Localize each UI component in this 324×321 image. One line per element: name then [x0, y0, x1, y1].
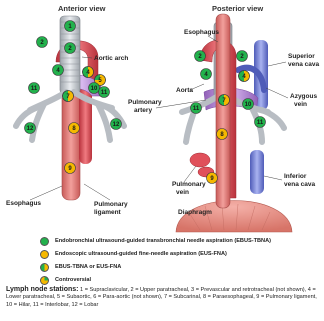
lymph-node-number: 11: [257, 120, 264, 126]
lymph-node-number: 12: [113, 122, 120, 128]
pulmonary-ligament-line-2: ligament: [94, 209, 122, 216]
azygous-line-2: vein: [294, 101, 307, 108]
legend-text: Endobronchial ultrasound-guided transbro…: [55, 238, 271, 244]
azygous-line-1: Azygous: [290, 93, 317, 100]
lymph-node-marker: 10: [89, 83, 100, 94]
legend-item-eus: Endoscopic ultrasound-guided fine-needle…: [40, 248, 322, 260]
legend-item-either: EBUS-TBNA or EUS-FNA: [40, 261, 322, 273]
lymph-node-marker: 8: [69, 123, 80, 134]
posterior-view: Esophagus Superior vena cava Aorta Pulmo…: [128, 14, 319, 232]
lymph-node-marker: 9: [207, 173, 218, 184]
inferior-vena-cava-shape: [250, 150, 264, 194]
legend: Endobronchial ultrasound-guided transbro…: [40, 235, 322, 287]
lymph-node-number: 11: [31, 86, 38, 92]
pulmonary-ligament-line-1: Pulmonary: [94, 201, 128, 208]
pv-line-1: Pulmonary: [172, 181, 206, 188]
esophagus-posterior: [216, 14, 230, 208]
lymph-node-marker: 11: [191, 103, 202, 114]
lymph-node-marker: 11: [255, 117, 266, 128]
lymph-node-marker: 4: [239, 71, 250, 82]
lymph-node-marker: 2: [195, 51, 206, 62]
ivc-line-2: vena cava: [284, 181, 315, 188]
lymph-node-marker: 12: [111, 119, 122, 130]
aorta-label: Aorta: [176, 87, 193, 94]
svc-line-2: vena cava: [288, 61, 319, 68]
lymph-node-marker: 4: [53, 65, 64, 76]
lymph-node-marker: 10: [243, 99, 254, 110]
esophagus-label-left: Esophagus: [6, 200, 41, 207]
pulmonary-vein-label: Pulmonary vein: [172, 181, 207, 196]
lymph-node-stations: Lymph node stations: 1 = Supraclavicular…: [6, 286, 320, 309]
lymph-node-marker: 2: [237, 51, 248, 62]
lymph-node-marker: 8: [217, 129, 228, 140]
lymph-node-marker: 1: [65, 21, 76, 32]
posterior-view-title: Posterior view: [212, 4, 263, 13]
legend-item-controversial: Controversial: [40, 274, 322, 286]
ebus-marker-icon: [40, 237, 49, 246]
lymph-node-marker: 12: [25, 123, 36, 134]
pulmonary-ligament-label: Pulmonary ligament: [94, 201, 129, 216]
lymph-node-number: 11: [101, 90, 108, 96]
anterior-view-title: Anterior view: [58, 4, 106, 13]
superior-vena-cava-label: Superior vena cava: [288, 53, 319, 68]
lymph-node-marker: 4: [83, 67, 94, 78]
pv-line-2: vein: [176, 189, 189, 196]
pa-line-1: Pulmonary: [128, 99, 162, 106]
lymph-node-marker: 9: [65, 163, 76, 174]
pulmonary-artery-label: Pulmonary artery: [128, 99, 163, 114]
legend-text: Endoscopic ultrasound-guided fine-needle…: [55, 251, 227, 257]
legend-text: EBUS-TBNA or EUS-FNA: [55, 264, 121, 270]
lymph-node-number: 10: [245, 102, 252, 108]
svc-line-1: Superior: [288, 53, 315, 60]
lymph-node-number: 10: [91, 86, 98, 92]
lymph-node-marker: 7: [219, 95, 230, 106]
lymph-node-marker: 11: [99, 87, 110, 98]
legend-item-ebus: Endobronchial ultrasound-guided transbro…: [40, 235, 322, 247]
ivc-line-1: Inferior: [284, 173, 307, 180]
esophagus-label-right: Esophagus: [184, 29, 219, 36]
pa-line-2: artery: [134, 107, 152, 114]
pulmonary-vein-shape: [190, 153, 210, 167]
lymph-node-marker: 4: [201, 69, 212, 80]
lymph-node-marker: 7: [63, 91, 74, 102]
lymph-node-number: 11: [193, 106, 200, 112]
controversial-marker-icon: [40, 276, 49, 285]
stations-heading: Lymph node stations:: [6, 286, 78, 293]
lymph-node-marker: 2: [65, 43, 76, 54]
lymph-node-number: 12: [27, 126, 34, 132]
diaphragm-shape: [176, 201, 292, 233]
eus-marker-icon: [40, 250, 49, 259]
lymph-node-marker: 11: [29, 83, 40, 94]
inferior-vena-cava-label: Inferior vena cava: [284, 173, 315, 188]
legend-text: Controversial: [55, 277, 91, 283]
anatomy-figure: Anterior view Posterior view: [0, 0, 324, 235]
diaphragm-label: Diaphragm: [178, 209, 212, 216]
aortic-arch-label: Aortic arch: [94, 55, 128, 62]
azygous-vein-label: Azygous vein: [290, 93, 319, 108]
either-marker-icon: [40, 263, 49, 272]
lymph-node-marker: 2: [37, 37, 48, 48]
